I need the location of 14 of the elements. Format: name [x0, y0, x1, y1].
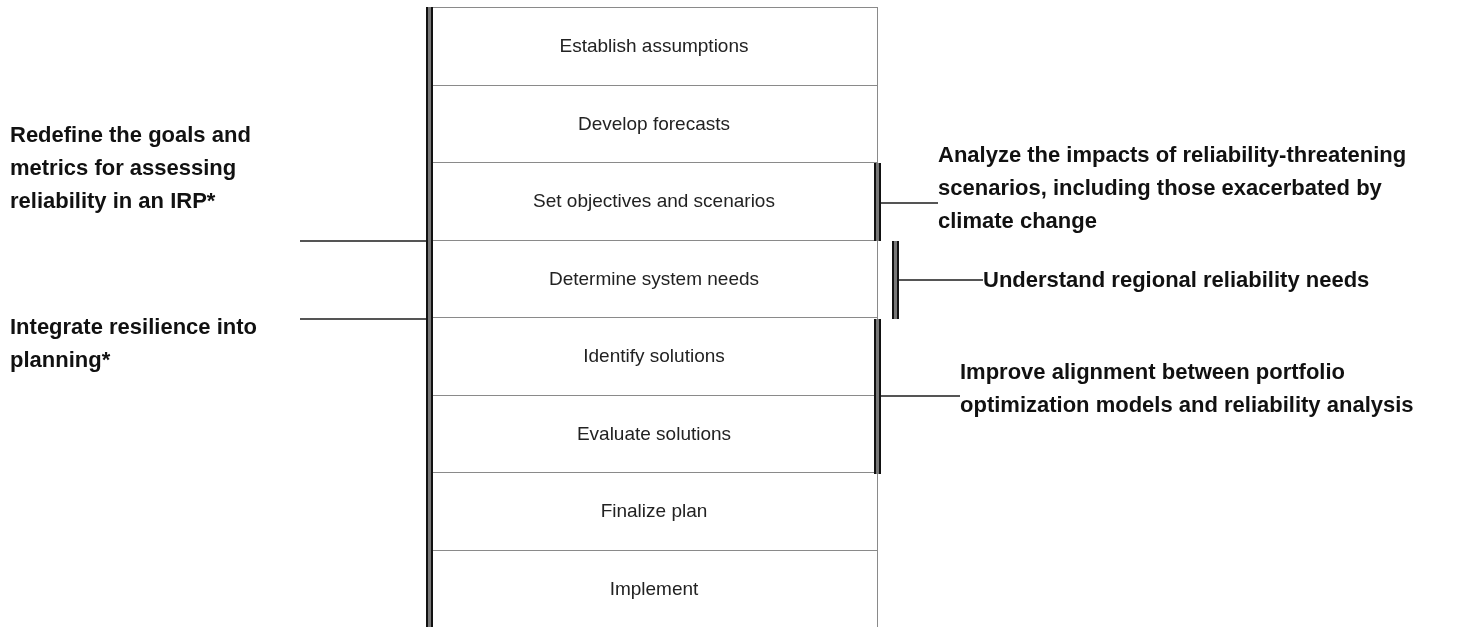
leader-line — [880, 202, 939, 204]
note-text: Improve alignment between portfolio optimization models and reliability analysis — [960, 355, 1440, 460]
bracket-bar — [892, 241, 899, 319]
bracket-bar — [426, 7, 433, 627]
leader-line — [299, 240, 427, 242]
leader-line — [299, 318, 427, 320]
note-text: Understand regional reliability needs — [983, 263, 1463, 299]
note-text: Integrate resilience into planning* — [10, 310, 300, 380]
leader-line — [898, 279, 984, 281]
leader-line — [880, 395, 961, 397]
note-text: Analyze the impacts of reliability-threatening scenarios, including those exacerbated by climate change — [938, 138, 1458, 243]
bracket-bar — [874, 163, 881, 241]
bracket-bar — [874, 319, 881, 474]
note-text: Redefine the goals and metrics for assessing reliability in an IRP* — [10, 118, 300, 268]
